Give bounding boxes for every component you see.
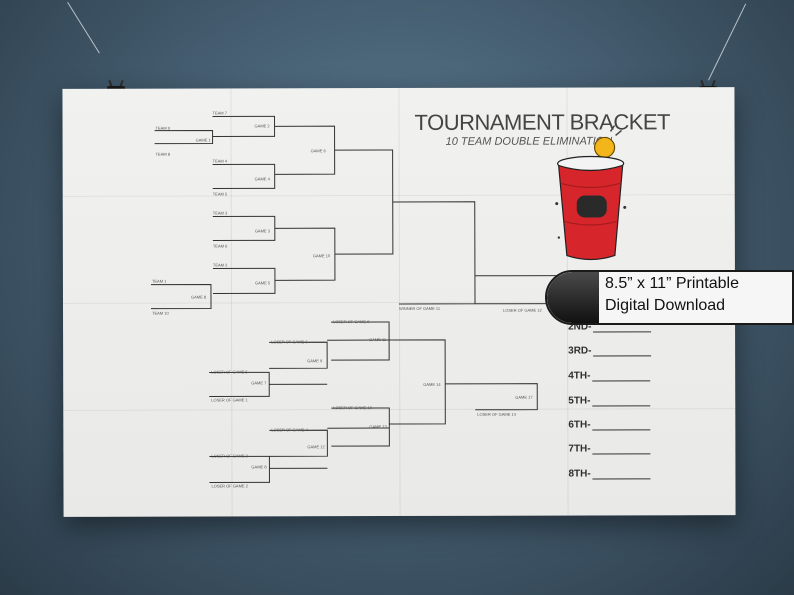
label-game-13: GAME 13 bbox=[369, 424, 387, 430]
label-loser-game-14: LOSER OF GAME 14 bbox=[477, 411, 516, 417]
place-4th: 4TH- bbox=[568, 370, 651, 382]
label-winner-game-11: WINNER OF GAME 11 bbox=[399, 305, 441, 311]
cup-svg bbox=[555, 125, 627, 261]
label-game-6: GAME 6 bbox=[310, 148, 326, 154]
label-game-17: GAME 17 bbox=[515, 394, 533, 400]
label-loser-game-3: LOSER OF GAME 3 bbox=[211, 453, 248, 459]
place-3rd: 3RD- bbox=[568, 345, 652, 357]
label-team-8: TEAM 8 bbox=[155, 151, 171, 157]
printable-badge: 8.5” x 11” Printable Digital Download bbox=[545, 270, 794, 325]
label-loser-game-9: LOSER OF GAME 9 bbox=[333, 319, 370, 325]
label-game-2: GAME 2 bbox=[254, 123, 270, 129]
label-loser-game-2: LOSER OF GAME 2 bbox=[211, 483, 248, 489]
label-game-7: GAME 7 bbox=[251, 380, 267, 386]
badge-line-1: 8.5” x 11” Printable bbox=[605, 275, 739, 292]
bracket-poster: TEAM 7 TEAM 9 TEAM 8 GAME 1 GAME 2 TEAM … bbox=[62, 87, 736, 517]
label-team-9: TEAM 9 bbox=[155, 125, 171, 131]
hanging-wire-left bbox=[67, 2, 100, 54]
label-team-3: TEAM 3 bbox=[212, 210, 228, 216]
label-game-5: GAME 5 bbox=[254, 280, 271, 286]
label-game-1: GAME 1 bbox=[195, 137, 211, 143]
hanging-wire-right bbox=[708, 3, 747, 81]
badge-dark-cap bbox=[547, 272, 599, 323]
label-loser-game-5: LOSER OF GAME 5 bbox=[211, 369, 248, 375]
label-loser-game-12: LOSER OF GAME 12 bbox=[503, 307, 542, 313]
bracket-lines bbox=[150, 115, 562, 483]
label-game-8-losers: GAME 8 bbox=[251, 464, 267, 470]
badge-line-2: Digital Download bbox=[605, 297, 726, 314]
label-game-14: GAME 14 bbox=[423, 381, 441, 387]
label-team-10: TEAM 10 bbox=[152, 310, 169, 316]
label-game-4: GAME 4 bbox=[254, 176, 270, 182]
label-game-12: GAME 12 bbox=[307, 444, 325, 450]
label-loser-game-1: LOSER OF GAME 1 bbox=[211, 397, 248, 403]
label-loser-game-6: LOSER OF GAME 6 bbox=[271, 339, 308, 345]
label-team-6: TEAM 6 bbox=[212, 243, 228, 249]
label-team-2: TEAM 2 bbox=[212, 262, 228, 268]
ping-pong-ball-icon bbox=[593, 136, 616, 159]
label-loser-game-4: LOSER OF GAME 4 bbox=[271, 427, 308, 433]
label-team-7: TEAM 7 bbox=[212, 110, 227, 116]
label-loser-game-10: LOSER OF GAME 10 bbox=[333, 405, 372, 411]
label-game-11: GAME 11 bbox=[369, 337, 387, 343]
label-team-4: TEAM 4 bbox=[212, 158, 228, 164]
label-game-3: GAME 3 bbox=[254, 228, 270, 234]
label-team-1: TEAM 1 bbox=[151, 278, 167, 284]
place-7th: 7TH- bbox=[568, 443, 651, 455]
label-game-9: GAME 9 bbox=[307, 358, 323, 364]
label-game-8: GAME 8 bbox=[190, 294, 207, 300]
place-5th: 5TH- bbox=[568, 395, 651, 407]
label-team-5: TEAM 5 bbox=[212, 191, 228, 197]
place-8th: 8TH- bbox=[568, 468, 651, 480]
label-game-10: GAME 10 bbox=[312, 253, 331, 259]
place-6th: 6TH- bbox=[568, 419, 651, 431]
red-cup-illustration bbox=[553, 125, 633, 265]
